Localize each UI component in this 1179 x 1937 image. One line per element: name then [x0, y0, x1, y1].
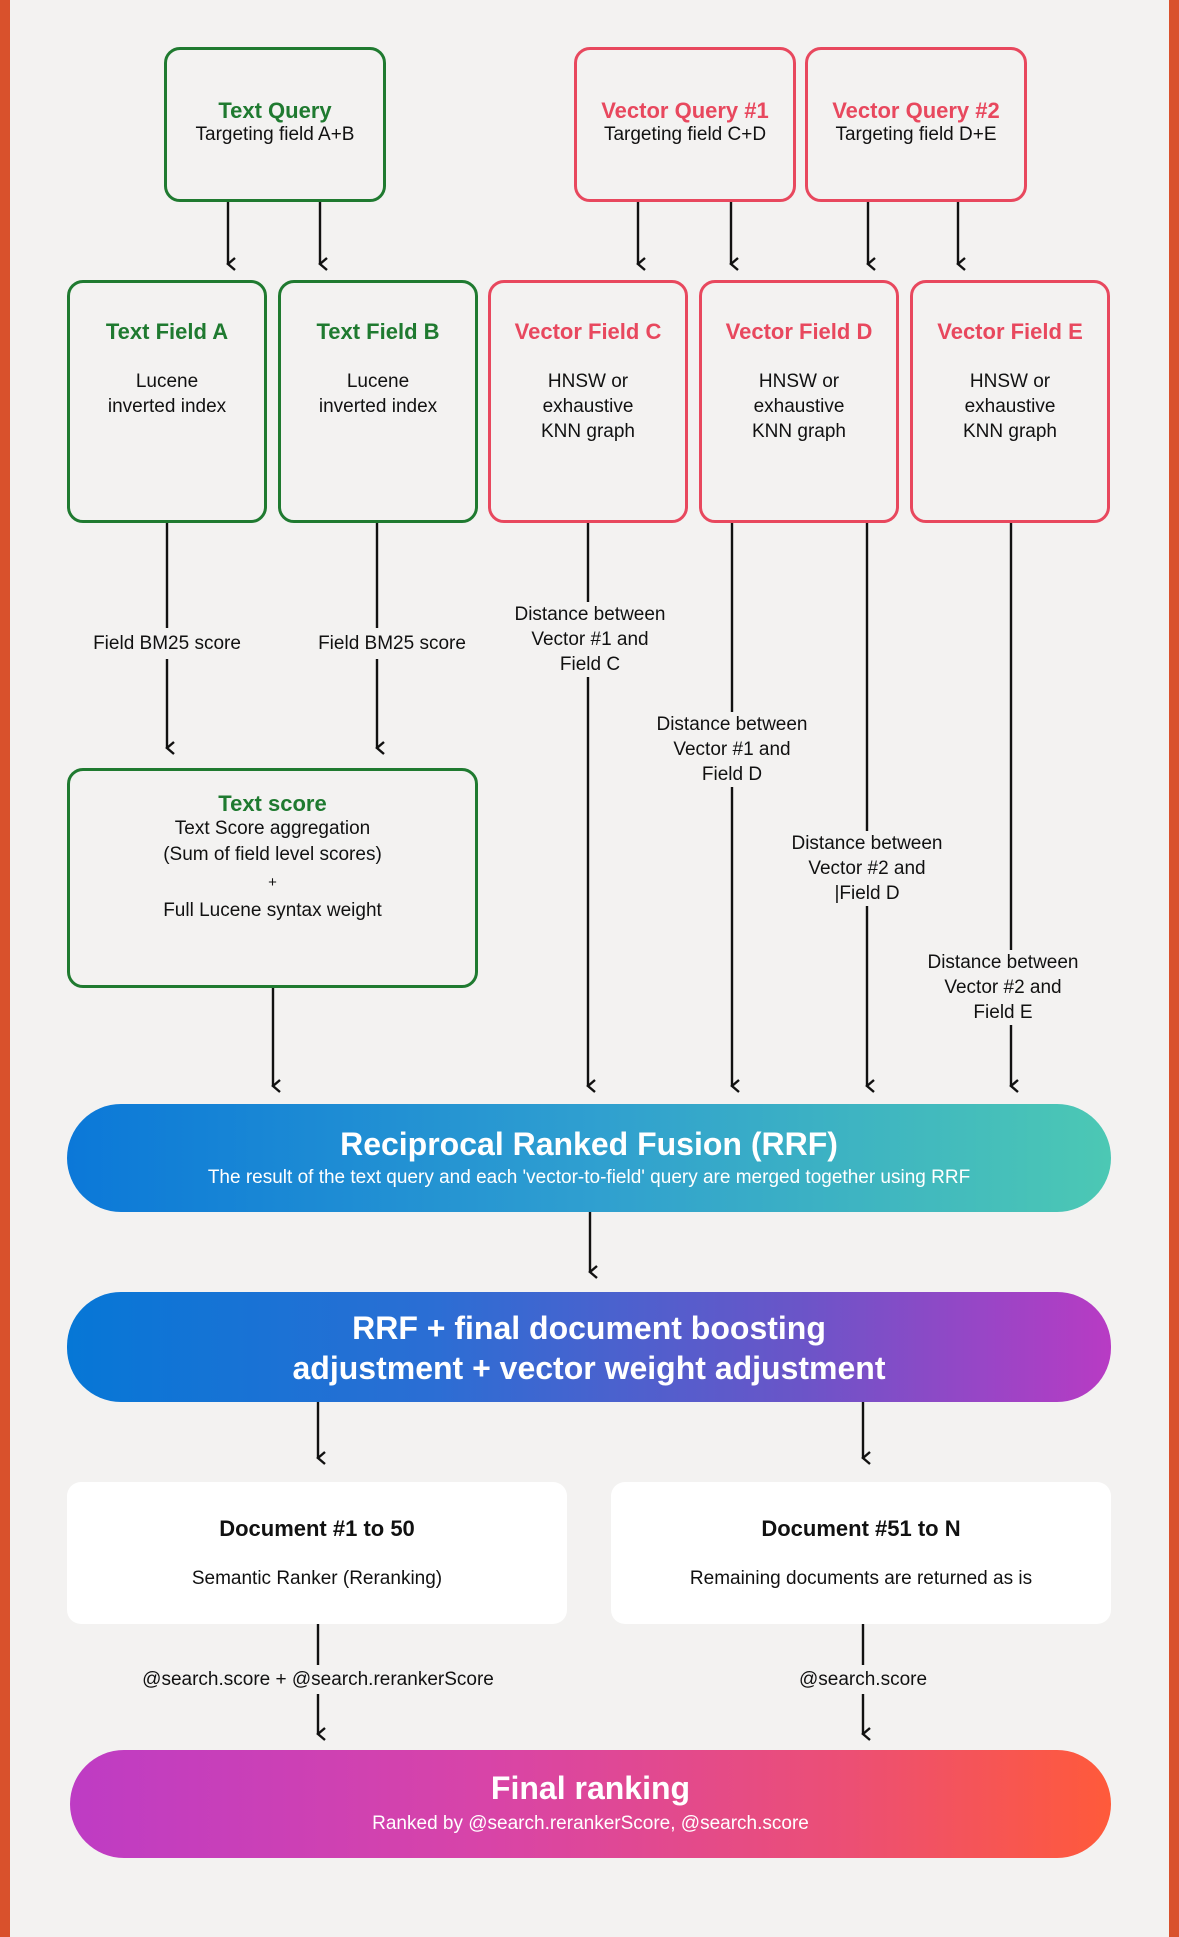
text-field-a-box: Text Field A Lucene inverted index	[67, 280, 267, 523]
field-desc: Lucene inverted index	[318, 371, 438, 417]
text-query-subtitle: Targeting field A+B	[195, 124, 355, 145]
vector-query-1-title: Vector Query #1	[601, 98, 769, 123]
boost-pill: RRF + final document boosting adjustment…	[67, 1292, 1111, 1402]
text-query-box: Text Query Targeting field A+B	[164, 47, 386, 202]
edge-label-bm25-a: Field BM25 score	[72, 628, 262, 659]
vector-query-2-box: Vector Query #2 Targeting field D+E	[805, 47, 1027, 202]
vector-query-1-box: Vector Query #1 Targeting field C+D	[574, 47, 796, 202]
text-score-line2: (Sum of field level scores)	[163, 844, 382, 865]
field-desc: Lucene inverted index	[107, 371, 227, 417]
vector-field-e-box: Vector Field E HNSW or exhaustive KNN gr…	[910, 280, 1110, 523]
vector-query-2-subtitle: Targeting field D+E	[835, 124, 997, 145]
rrf-pill: Reciprocal Ranked Fusion (RRF) The resul…	[67, 1104, 1111, 1212]
vector-query-1-subtitle: Targeting field C+D	[603, 124, 767, 145]
text-score-line3: Full Lucene syntax weight	[163, 900, 382, 921]
doc-top-box: Document #1 to 50 Semantic Ranker (Reran…	[67, 1482, 567, 1624]
rrf-subtitle: The result of the text query and each 'v…	[207, 1167, 971, 1188]
rrf-title: Reciprocal Ranked Fusion (RRF)	[340, 1126, 838, 1162]
doc-rest-subtitle: Remaining documents are returned as is	[689, 1568, 1033, 1589]
boost-line1: RRF + final document boosting	[352, 1310, 826, 1346]
vector-field-d-box: Vector Field D HNSW or exhaustive KNN gr…	[699, 280, 899, 523]
final-subtitle: Ranked by @search.rerankerScore, @search…	[372, 1813, 809, 1834]
doc-top-title: Document #1 to 50	[219, 1516, 415, 1541]
field-title: Vector Field C	[514, 319, 662, 344]
text-score-plus: +	[268, 874, 277, 891]
text-query-title: Text Query	[218, 98, 332, 123]
field-title: Vector Field E	[937, 319, 1083, 344]
field-title: Text Field B	[316, 319, 440, 344]
vector-query-2-title: Vector Query #2	[832, 98, 1000, 123]
edge-label-bm25-b: Field BM25 score	[297, 628, 487, 659]
doc-rest-box: Document #51 to N Remaining documents ar…	[611, 1482, 1111, 1624]
text-field-b-box: Text Field B Lucene inverted index	[278, 280, 478, 523]
field-desc: HNSW or exhaustive KNN graph	[752, 371, 846, 442]
vector-field-c-box: Vector Field C HNSW or exhaustive KNN gr…	[488, 280, 688, 523]
edge-label-distance-c: Distance between Vector #1 and Field C	[500, 602, 680, 677]
final-ranking-pill: Final ranking Ranked by @search.reranker…	[70, 1750, 1111, 1858]
edge-label-distance-e: Distance between Vector #2 and Field E	[913, 950, 1093, 1025]
diagram-canvas: Text Query Targeting field A+B Vector Qu…	[10, 0, 1169, 1937]
field-desc: HNSW or exhaustive KNN graph	[541, 371, 635, 442]
doc-top-subtitle: Semantic Ranker (Reranking)	[191, 1568, 443, 1589]
field-title: Vector Field D	[725, 319, 873, 344]
boost-line2: adjustment + vector weight adjustment	[292, 1350, 886, 1386]
field-title: Text Field A	[105, 319, 229, 344]
text-score-title: Text score	[218, 791, 327, 816]
doc-rest-title: Document #51 to N	[761, 1516, 961, 1541]
edge-label-distance-d2: Distance between Vector #2 and |Field D	[777, 831, 957, 906]
text-score-box: Text score Text Score aggregation (Sum o…	[67, 768, 478, 988]
text-score-line1: Text Score aggregation	[174, 818, 371, 839]
field-desc: HNSW or exhaustive KNN graph	[963, 371, 1057, 442]
edge-label-distance-d1: Distance between Vector #1 and Field D	[642, 712, 822, 787]
final-title: Final ranking	[490, 1770, 691, 1806]
edge-label-score-reranker: @search.score + @search.rerankerScore	[118, 1665, 518, 1694]
edge-label-score-plain: @search.score	[773, 1665, 953, 1694]
